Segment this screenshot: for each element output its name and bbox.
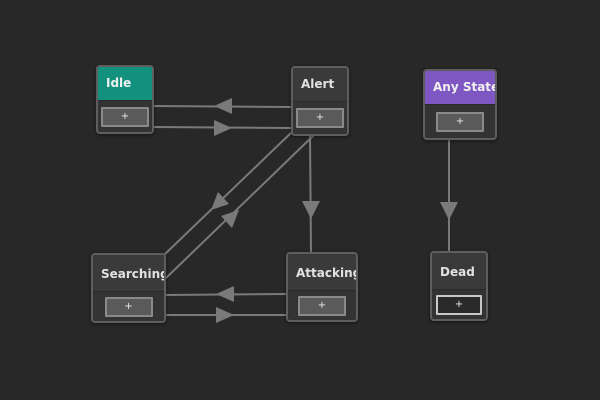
state-node-idle[interactable]: Idle + bbox=[96, 65, 154, 134]
state-label: Idle bbox=[98, 67, 152, 100]
transition-idle-to-alert[interactable] bbox=[153, 120, 293, 136]
add-button[interactable]: + bbox=[296, 108, 344, 128]
add-button[interactable]: + bbox=[101, 106, 149, 127]
state-node-alert[interactable]: Alert + bbox=[291, 66, 349, 136]
add-button[interactable]: + bbox=[104, 296, 153, 317]
add-button[interactable]: + bbox=[436, 294, 482, 315]
state-label: Searching bbox=[93, 255, 164, 291]
state-node-searching[interactable]: Searching + bbox=[91, 253, 166, 323]
state-node-any-state[interactable]: Any State + bbox=[423, 69, 497, 140]
state-label: Dead bbox=[432, 253, 486, 289]
transition-searching-to-alert[interactable] bbox=[165, 134, 315, 279]
state-node-dead[interactable]: Dead + bbox=[430, 251, 488, 321]
state-label: Any State bbox=[425, 71, 495, 104]
state-label: Alert bbox=[293, 68, 347, 101]
state-node-attacking[interactable]: Attacking + bbox=[286, 252, 358, 322]
add-button[interactable]: + bbox=[436, 111, 484, 132]
transition-alert-to-idle[interactable] bbox=[153, 98, 293, 114]
transition-attacking-to-searching[interactable] bbox=[165, 286, 288, 302]
transition-any-state-to-dead[interactable] bbox=[440, 139, 458, 252]
transition-alert-to-searching[interactable] bbox=[163, 129, 295, 256]
add-button[interactable]: + bbox=[298, 295, 346, 316]
transition-alert-to-attacking[interactable] bbox=[302, 134, 320, 254]
state-label: Attacking bbox=[288, 254, 356, 290]
transition-searching-to-attacking[interactable] bbox=[166, 307, 287, 323]
